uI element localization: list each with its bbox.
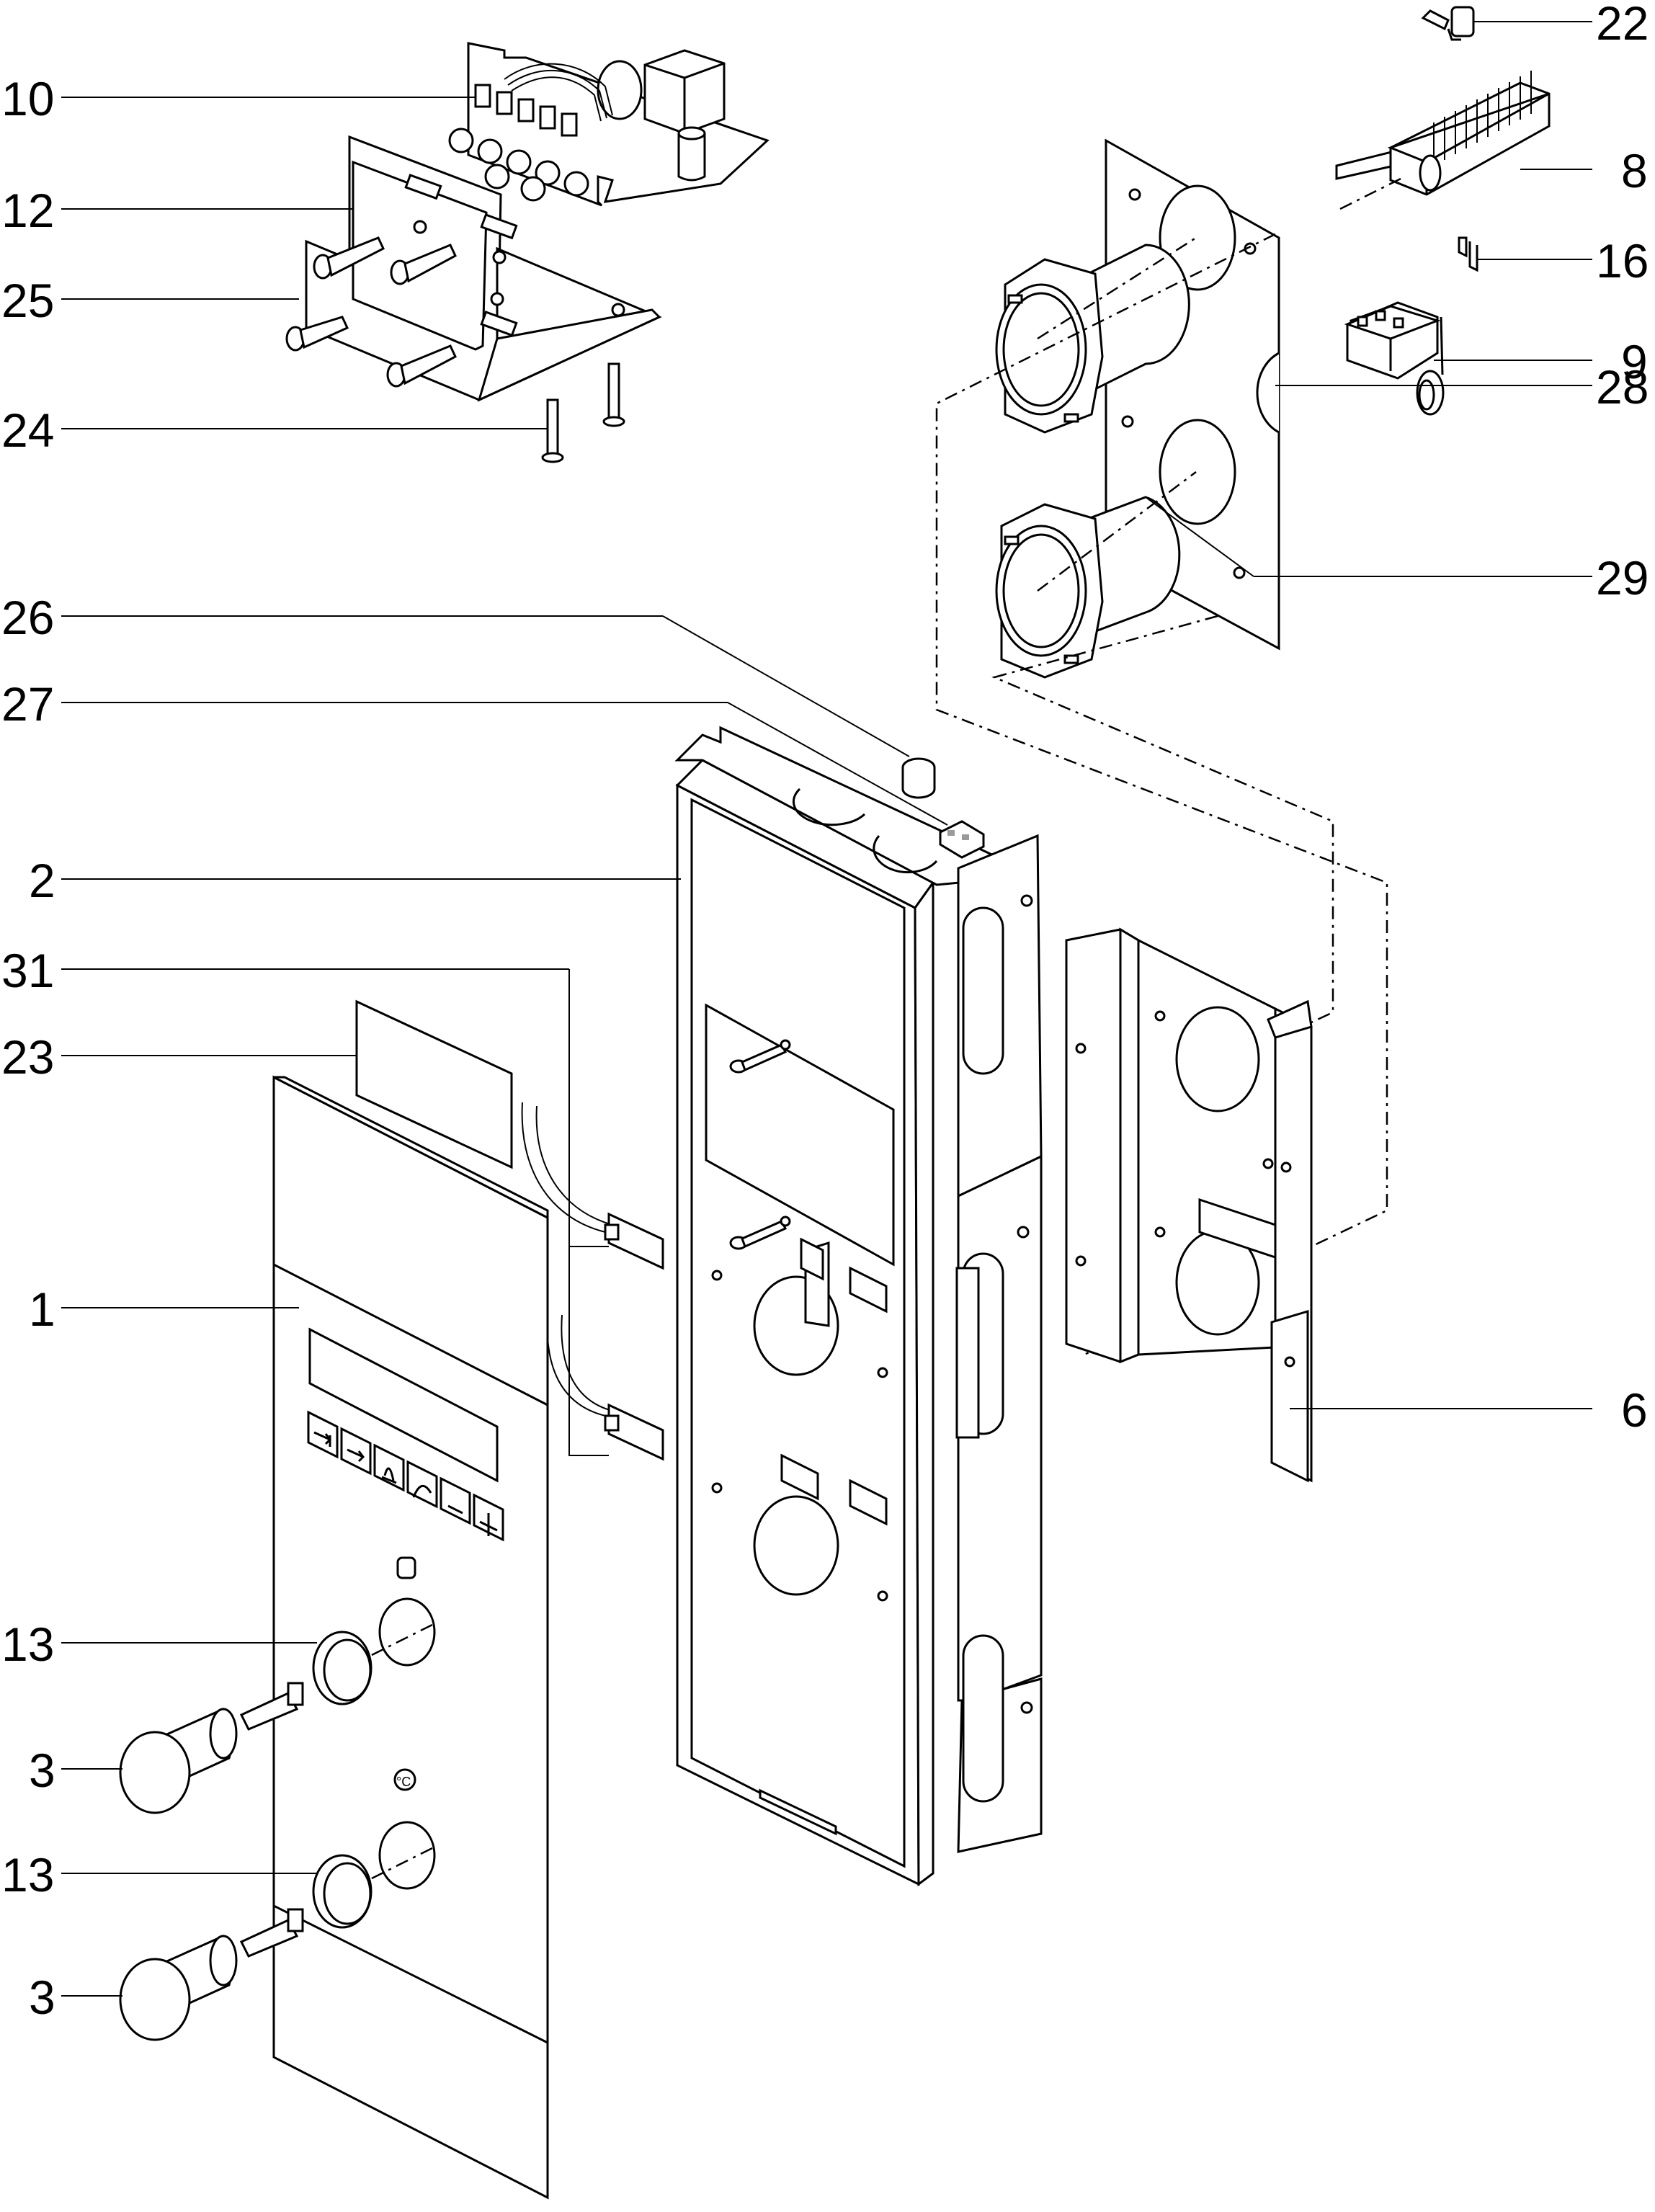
callout-29: 29 (1596, 551, 1649, 605)
part-8-selector-switch (1335, 71, 1551, 196)
part-2-frame (674, 726, 1043, 1886)
part-3-knobs (119, 1682, 304, 2041)
callout-26: 26 (1, 591, 54, 644)
part-25-screws (285, 236, 457, 388)
part-9-thermostat (1344, 301, 1445, 416)
callout-24: 24 (1, 403, 54, 457)
callout-labels: 10 12 25 24 26 27 2 31 23 1 13 3 13 3 22… (1, 0, 1649, 2024)
part-24-pins (541, 362, 625, 463)
callout-6: 6 (1621, 1383, 1648, 1437)
part-6-side-bracket (1065, 927, 1313, 1483)
callout-13-lower: 13 (1, 1848, 54, 1901)
part-29-sleeves (995, 244, 1190, 679)
leader-lines (61, 21, 1592, 1997)
callout-13-upper: 13 (1, 1618, 54, 1671)
celsius-symbol: °C (396, 1775, 411, 1789)
callout-2: 2 (29, 854, 55, 907)
callout-3-lower: 3 (29, 1971, 55, 2024)
part-16-clip (1458, 236, 1478, 272)
part-23-label (355, 999, 513, 1169)
callout-12: 12 (1, 184, 54, 237)
part-13-rings (312, 1631, 373, 1929)
part-22-terminal (1421, 6, 1475, 41)
callout-25: 25 (1, 274, 54, 327)
callout-31: 31 (1, 944, 54, 997)
callout-28: 28 (1596, 360, 1649, 414)
part-1-front-panel: °C (272, 1075, 549, 2200)
callout-16: 16 (1596, 234, 1649, 287)
callout-9: 9 (1621, 335, 1648, 388)
callout-1: 1 (29, 1283, 55, 1336)
panel-button-row (307, 1410, 504, 1542)
callout-3-upper: 3 (29, 1744, 55, 1797)
callout-10: 10 (1, 72, 54, 125)
callout-22: 22 (1596, 0, 1649, 50)
part-27-terminal (939, 820, 985, 859)
callout-8: 8 (1621, 144, 1648, 197)
part-10-control-board (448, 42, 769, 207)
part-26-bushing (901, 757, 936, 799)
callout-27: 27 (1, 677, 54, 731)
callout-23: 23 (1, 1030, 54, 1084)
